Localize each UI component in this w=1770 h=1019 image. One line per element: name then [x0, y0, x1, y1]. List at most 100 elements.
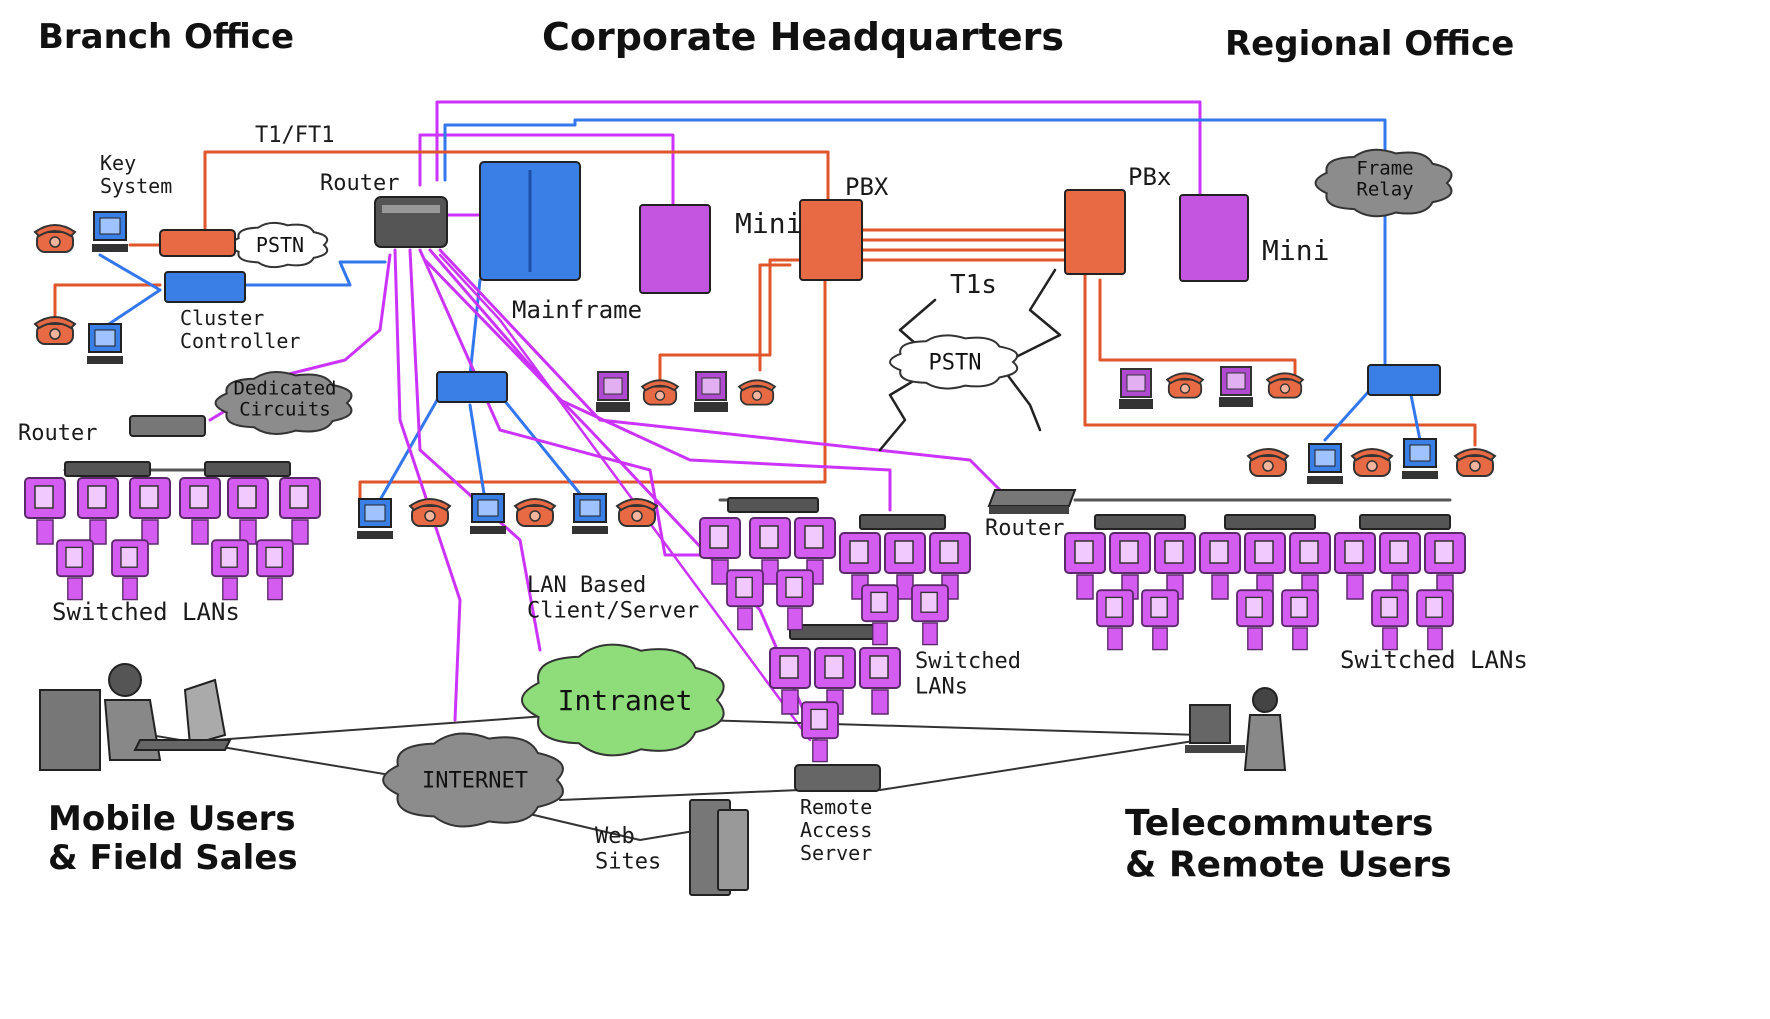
router-icon — [374, 196, 448, 248]
telephone-icon — [34, 224, 76, 253]
orange-link-regional-phones — [1098, 278, 1297, 377]
cloud-intranet-label: Intranet — [558, 684, 693, 717]
header-regional-office: Regional Office — [1225, 24, 1514, 64]
pc-icon — [726, 569, 764, 631]
cloud-internet-label: INTERNET — [422, 769, 528, 794]
terminal-icon — [86, 323, 124, 365]
purple-link-fan-5 — [438, 248, 1007, 497]
purple-link-router-mainframe — [418, 133, 675, 207]
pc-icon — [1281, 589, 1319, 651]
blue-link-hub-right — [498, 393, 587, 502]
pc-icon — [1199, 532, 1241, 600]
router-icon-stripe — [382, 205, 440, 213]
label-pbx-right: PBx — [1128, 163, 1171, 191]
pc-icon — [1236, 589, 1274, 651]
label-pbx-left: PBX — [845, 173, 889, 201]
switch-icon — [1094, 514, 1186, 530]
switch-icon — [789, 624, 881, 640]
switch-icon — [64, 461, 151, 477]
blue-link-cluster-router — [243, 260, 387, 287]
pc-icon — [911, 584, 949, 646]
cloud-intranet: Intranet — [521, 643, 725, 757]
pc-icon — [1289, 532, 1331, 600]
terminal-icon — [595, 371, 631, 413]
telephone-icon — [34, 316, 76, 345]
link-intranet-telecom — [699, 719, 1201, 736]
header-branch-office: Branch Office — [38, 17, 294, 57]
orange-link-pbx-phones2 — [758, 263, 792, 372]
pc-icon — [279, 477, 321, 545]
label-mini-left: Mini — [735, 207, 802, 240]
terminal-icon — [1118, 368, 1154, 410]
label-mini-right: Mini — [1262, 234, 1329, 267]
cloud-icon — [1314, 148, 1453, 218]
blue-link-cluster — [98, 253, 162, 292]
terminal-icon — [356, 498, 394, 540]
blue-link-top — [443, 118, 1387, 182]
switch-icon — [1224, 514, 1316, 530]
orange-link-pbx-left-phones — [658, 258, 802, 382]
cloud-pstn-center-label: PSTN — [929, 351, 982, 376]
cloud-icon — [382, 732, 564, 828]
remote-access-server-icon — [794, 764, 881, 792]
cloud-icon — [889, 334, 1019, 390]
purple-link-hq-remote2 — [438, 253, 812, 742]
cloud-icon — [214, 371, 353, 435]
blue-link-regional-hub2 — [1408, 388, 1422, 442]
pc-icon — [56, 539, 94, 601]
label-router-right: Router — [985, 516, 1064, 541]
pc-icon — [859, 647, 901, 715]
link-mobile-intranet — [214, 714, 561, 741]
pc-icon — [1424, 532, 1466, 600]
pc-icon — [1371, 589, 1409, 651]
pstn-bolt-right — [998, 268, 1062, 432]
switch-icon — [859, 514, 946, 530]
router-icon — [129, 415, 206, 437]
orange-link-t1 — [203, 150, 830, 230]
telephone-icon — [1351, 448, 1393, 477]
label-mobile-users: Mobile Users& Field Sales — [48, 799, 298, 878]
cloud-pstn-center: PSTN — [889, 334, 1019, 390]
switch-icon — [204, 461, 291, 477]
switch-icon — [1359, 514, 1451, 530]
label-router-branch: Router — [18, 421, 97, 446]
terminal-icon — [693, 371, 729, 413]
label-t1-ft1: T1/FT1 — [255, 123, 334, 148]
regional-hub-icon — [1367, 364, 1441, 396]
pc-icon — [1064, 532, 1106, 600]
pc-icon — [801, 701, 839, 763]
telephone-icon — [1454, 448, 1496, 477]
pc-icon — [1109, 532, 1151, 600]
label-t1s: T1s — [950, 270, 997, 300]
key-system-icon — [159, 229, 236, 257]
label-switched-lans-branch: Switched LANs — [52, 598, 240, 626]
laptop-user-icon — [39, 663, 232, 771]
cluster-hub-icon — [436, 371, 508, 403]
minicomputer-icon — [639, 204, 711, 294]
link-ras-telecom — [879, 739, 1201, 791]
cloud-pstn-branch: PSTN — [229, 221, 329, 269]
blue-link-hub-mid — [468, 403, 487, 502]
pc-icon — [1379, 532, 1421, 600]
pc-icon — [776, 569, 814, 631]
orange-link-branch — [53, 283, 162, 322]
purple-link-fan-3 — [418, 248, 737, 557]
terminal-icon — [571, 493, 609, 535]
router-icon — [988, 489, 1076, 515]
terminal-icon — [1218, 366, 1254, 408]
pc-icon — [129, 477, 171, 545]
server-icon — [717, 809, 749, 891]
purple-link-fan-2 — [408, 248, 542, 652]
cloud-icon — [521, 643, 725, 757]
purple-link-top-loop — [435, 100, 1202, 202]
pbx-icon — [799, 199, 863, 281]
